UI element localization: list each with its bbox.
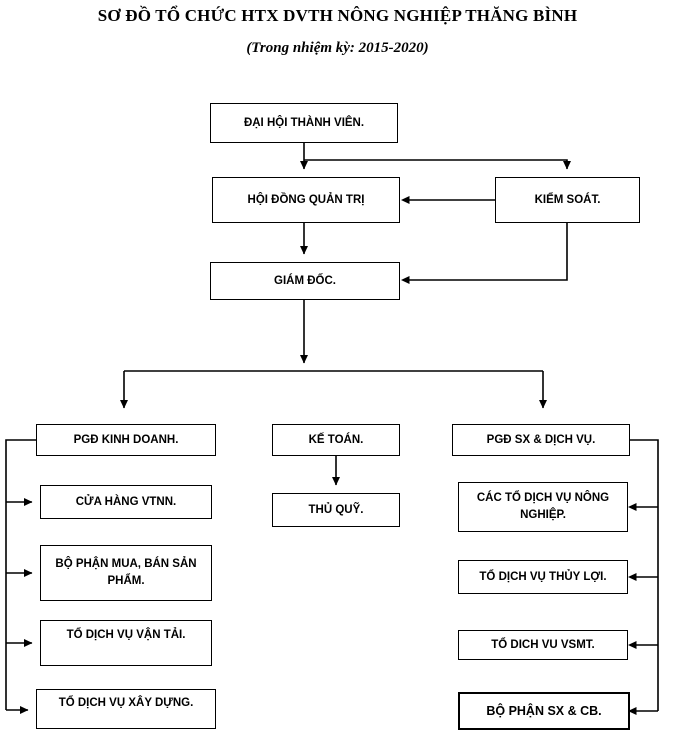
node-label: ĐẠI HỘI THÀNH VIÊN. [243, 116, 365, 129]
node-label: TỔ DICH VU VSMT. [491, 638, 595, 651]
node-label: CÁC TỔ DỊCH VỤ NÔNG NGHIỆP. [476, 492, 610, 521]
node-label: BỘ PHẬN MUA, BÁN SẢN PHẨM. [55, 558, 197, 587]
node-to-dich-vu-vsmt[interactable]: TỔ DICH VU VSMT. [458, 630, 628, 660]
node-label: TỔ DỊCH VỤ THỦY LỢI. [479, 570, 607, 583]
edge-kiemsoat-giamdoc [401, 223, 568, 284]
node-thu-quy[interactable]: THỦ QUỸ. [272, 493, 400, 527]
node-label: KẾ TOÁN. [308, 433, 364, 446]
node-pgd-kinh-doanh[interactable]: PGĐ KINH DOANH. [36, 424, 216, 456]
node-to-dich-vu-xay-dung[interactable]: TỔ DỊCH VỤ XÂY DỰNG. [36, 689, 216, 729]
page-title: SƠ ĐỒ TỔ CHỨC HTX DVTH NÔNG NGHIỆP THĂNG… [97, 6, 578, 25]
left-bus-trunk [5, 439, 36, 710]
node-label: KIỂM SOÁT. [534, 193, 601, 206]
node-giam-doc[interactable]: GIÁM ĐỐC. [210, 262, 400, 300]
node-pgd-sx-dich-vu[interactable]: PGĐ SX & DỊCH VỤ. [452, 424, 630, 456]
node-label: TỔ DỊCH VỤ VẬN TẢI. [66, 629, 186, 641]
node-cua-hang-vtnn[interactable]: CỬA HÀNG VTNN. [40, 485, 212, 519]
node-label: BỘ PHẬN SX & CB. [486, 703, 602, 718]
node-to-dich-vu-thuy-loi[interactable]: TỔ DỊCH VỤ THỦY LỢI. [458, 560, 628, 594]
node-label: PGĐ KINH DOANH. [73, 433, 179, 446]
node-label: GIÁM ĐỐC. [274, 274, 336, 287]
node-ke-toan[interactable]: KẾ TOÁN. [272, 424, 400, 456]
node-label: THỦ QUỸ. [308, 503, 364, 516]
right-bus-trunk [630, 439, 659, 711]
node-dai-hoi-thanh-vien[interactable]: ĐẠI HỘI THÀNH VIÊN. [210, 103, 398, 143]
edge-daihoi-kiemsoat [304, 159, 571, 170]
node-bo-phan-mua-ban-san-pham[interactable]: BỘ PHẬN MUA, BÁN SẢN PHẨM. [40, 545, 212, 601]
node-label: PGĐ SX & DỊCH VỤ. [486, 433, 596, 446]
node-kiem-soat[interactable]: KIỂM SOÁT. [495, 177, 640, 223]
node-hoi-dong-quan-tri[interactable]: HỘI ĐỒNG QUẢN TRỊ [212, 177, 400, 223]
node-label: TỔ DỊCH VỤ XÂY DỰNG. [58, 697, 194, 709]
node-to-dich-vu-van-tai[interactable]: TỔ DỊCH VỤ VẬN TẢI. [40, 620, 212, 666]
page-subtitle: (Trong nhiệm kỳ: 2015-2020) [246, 40, 429, 56]
node-bo-phan-sx-cb[interactable]: BỘ PHẬN SX & CB. [458, 692, 630, 730]
node-cac-to-dich-vu-nong-nghiep[interactable]: CÁC TỔ DỊCH VỤ NÔNG NGHIỆP. [458, 482, 628, 532]
node-label: CỬA HÀNG VTNN. [75, 495, 177, 508]
node-label: HỘI ĐỒNG QUẢN TRỊ [247, 193, 365, 206]
